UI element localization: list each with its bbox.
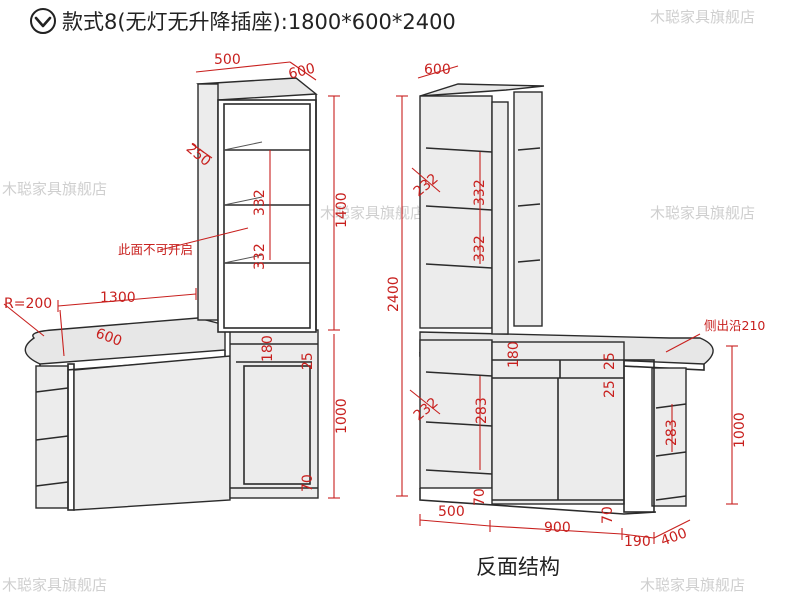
watermark-1: 木聪家具旗舰店 xyxy=(650,8,755,26)
dim-right-end-shelf-gap: 283 xyxy=(664,419,680,446)
dim-right-plinth-right: 70 xyxy=(600,506,616,524)
watermark-8: 木聪家具旗舰店 xyxy=(2,576,107,594)
dim-right-tower-depth: 600 xyxy=(424,62,451,78)
dim-left-counter-length: 1300 xyxy=(100,290,136,306)
view-caption: 反面结构 xyxy=(476,555,560,579)
dim-left-radius: R=200 xyxy=(4,296,52,312)
left-view: 500 600 250 332 332 1400 此面不可开启 R=200 13… xyxy=(3,52,350,511)
dim-right-width-left: 500 xyxy=(438,504,465,520)
right-view: 600 2400 232 332 332 侧出沿210 180 25 25 23… xyxy=(386,62,765,550)
dim-right-drawer-height: 180 xyxy=(506,341,522,368)
dim-left-shelf-upper: 332 xyxy=(252,189,268,216)
dim-right-drawer-gap-top: 25 xyxy=(602,352,618,370)
left-tower xyxy=(196,77,318,333)
note-side-overhang: 侧出沿210 xyxy=(704,318,765,333)
watermark-3: 木聪家具旗舰店 xyxy=(320,204,425,222)
right-end-shelf-unit xyxy=(623,359,687,513)
watermark-4: 木聪家具旗舰店 xyxy=(650,204,755,222)
dim-left-tower-height: 1400 xyxy=(334,192,350,228)
right-tower xyxy=(419,83,545,335)
dim-left-drawer-gap: 25 xyxy=(300,352,316,370)
dim-left-drawer-height: 180 xyxy=(260,335,276,362)
dim-left-shelf-lower: 332 xyxy=(252,243,268,270)
dim-left-tower-depth: 600 xyxy=(287,61,317,83)
dim-right-total-height: 2400 xyxy=(386,276,402,312)
dim-right-drawer-gap-bottom: 25 xyxy=(602,380,618,398)
header: 款式8(无灯无升降插座):1800*600*2400 xyxy=(30,8,456,34)
left-counter-top xyxy=(24,317,226,365)
dim-left-tower-width: 500 xyxy=(214,52,241,68)
dim-left-plinth: 70 xyxy=(300,474,316,492)
dim-right-shelf-gap-a: 332 xyxy=(472,179,488,206)
left-counter-back xyxy=(73,355,231,511)
dim-right-shelf-gap-b: 332 xyxy=(472,235,488,262)
left-end-shelf-unit xyxy=(35,363,75,511)
note-not-openable: 此面不可开启 xyxy=(118,242,193,257)
dim-right-base-height: 1000 xyxy=(732,412,748,448)
right-base-cabinet xyxy=(419,339,657,515)
dim-right-end-depth: 400 xyxy=(659,525,690,549)
watermark-7: 木聪家具旗舰店 xyxy=(640,576,745,594)
page-title: 款式8(无灯无升降插座):1800*600*2400 xyxy=(62,10,456,34)
chevron-down-circle-icon xyxy=(30,8,56,34)
dim-right-width-end: 190 xyxy=(624,534,651,550)
right-dimensions: 600 2400 232 332 332 侧出沿210 180 25 25 23… xyxy=(386,62,765,550)
dim-right-shelf-gap-lower: 283 xyxy=(474,397,490,424)
dim-right-plinth-left: 70 xyxy=(472,488,488,506)
dim-left-base-height: 1000 xyxy=(334,398,350,434)
dim-right-width-mid: 900 xyxy=(544,520,571,536)
watermark-2: 木聪家具旗舰店 xyxy=(2,180,107,198)
